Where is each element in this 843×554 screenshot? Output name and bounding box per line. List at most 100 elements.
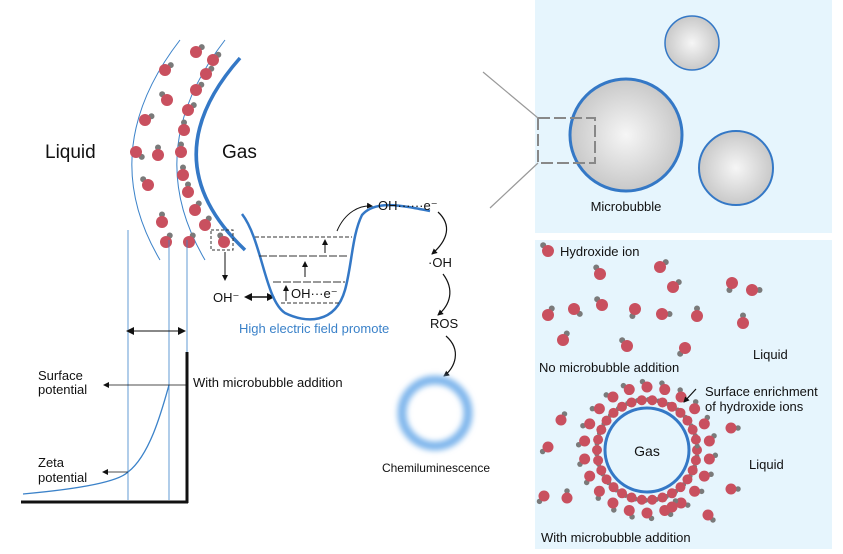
zeta-potential-label-line1: Zeta [38, 455, 65, 470]
oxygen-atom [690, 434, 701, 445]
oxygen-atom [175, 146, 187, 158]
oxygen-atom [682, 474, 693, 485]
oxygen-atom [679, 342, 691, 354]
oxygen-atom [629, 303, 641, 315]
hydroxide-ion-legend-label: Hydroxide ion [560, 244, 640, 259]
oxygen-atom [687, 465, 698, 476]
oxygen-atom [608, 482, 619, 493]
oxygen-atom [156, 216, 168, 228]
zoom-line-top [482, 71, 539, 119]
oxygen-atom [593, 485, 605, 497]
oxygen-atom [654, 261, 666, 273]
hydrogen-atom [155, 144, 161, 151]
oxygen-atom [607, 497, 619, 509]
oxygen-atom [726, 277, 738, 289]
no-microbubble-caption: No microbubble addition [539, 360, 679, 375]
oxygen-atom [675, 482, 686, 493]
oxygen-atom [623, 504, 635, 516]
with-microbubble-addition-label: With microbubble addition [193, 375, 343, 390]
oxygen-atom [617, 401, 627, 412]
hydrogen-atom [564, 488, 570, 494]
oxygen-atom [666, 501, 678, 513]
oxygen-atom [621, 340, 633, 352]
surface-enrichment-label-line2: of hydroxide ions [705, 399, 804, 414]
oxygen-atom [199, 219, 211, 231]
oxygen-atom [568, 303, 580, 315]
oxygen-atom [657, 397, 668, 408]
oxygen-atom [667, 488, 677, 499]
ros-label: ROS [430, 316, 459, 331]
oh-e-inner-label: OH···e⁻ [291, 286, 338, 301]
microbubble-label: Microbubble [591, 199, 662, 214]
hydrogen-atom [180, 164, 186, 171]
middle-liquid-label: Liquid [753, 347, 788, 362]
oxygen-atom [593, 455, 604, 466]
oxygen-atom [159, 64, 171, 76]
gas-label: Gas [222, 142, 257, 163]
oxygen-atom [647, 494, 658, 505]
chemiluminescence-label: Chemiluminescence [382, 461, 490, 475]
hydrogen-atom [181, 119, 187, 126]
oh-minus-label: OH⁻ [213, 290, 239, 305]
oxygen-atom [703, 435, 715, 447]
oxygen-atom [596, 465, 607, 476]
enrichment-arrow [683, 388, 697, 403]
oxygen-atom [190, 46, 202, 58]
hydrogen-atom [185, 181, 191, 188]
oxygen-atom [682, 415, 693, 426]
potential-well [241, 203, 431, 321]
oxygen-atom [596, 424, 607, 435]
oxygen-atom [690, 455, 701, 466]
oxygen-atom [675, 407, 686, 418]
oxygen-atom [584, 470, 596, 482]
oxygen-atom [689, 485, 701, 497]
oxygen-atom [737, 317, 749, 329]
oxygen-atom [152, 149, 164, 161]
oxygen-atom [626, 397, 637, 408]
hydrogen-atom [740, 312, 746, 319]
oxygen-atom [725, 422, 737, 434]
hydrogen-atom [735, 425, 741, 431]
oxygen-atom [725, 483, 737, 495]
hydrogen-atom [589, 405, 596, 412]
hydrogen-atom [698, 488, 705, 495]
oxygen-atom [555, 414, 567, 426]
oxygen-atom [584, 418, 596, 430]
oxygen-atom [626, 492, 637, 503]
surface-enrichment-label-line1: Surface enrichment [705, 384, 818, 399]
oxygen-atom [189, 204, 201, 216]
oxygen-atom [691, 310, 703, 322]
liquid-label: Liquid [45, 142, 96, 163]
hydrogen-atom [677, 387, 683, 393]
oxygen-atom [692, 445, 702, 455]
oxygen-atom [178, 124, 190, 136]
oxygen-atom [636, 395, 647, 406]
oxygen-atom [703, 453, 715, 465]
oxygen-atom [659, 384, 671, 396]
oxygen-atom [182, 186, 194, 198]
medium-microbubble [698, 130, 774, 206]
oxygen-atom [542, 245, 554, 257]
oxygen-atom [656, 308, 668, 320]
oxygen-atom [538, 490, 550, 502]
oxygen-atom [561, 492, 573, 504]
oxygen-atom [667, 401, 677, 412]
hydrogen-atom [694, 305, 700, 312]
hydroxide-ions-enriched [536, 378, 741, 523]
oxygen-atom [601, 474, 612, 485]
hydrogen-atom [595, 495, 602, 501]
oxygen-atom [579, 435, 591, 447]
small-microbubble [664, 15, 720, 71]
zoom-box [537, 117, 596, 164]
oxygen-atom [657, 492, 668, 503]
oxygen-atom [579, 453, 591, 465]
oxygen-atom [557, 334, 569, 346]
hydrogen-atom [694, 443, 700, 449]
oxygen-atom [177, 169, 189, 181]
oxygen-atom [636, 494, 647, 505]
radical-arrow [431, 211, 448, 255]
oxygen-atom [596, 299, 608, 311]
oxygen-atom [702, 509, 714, 521]
oxygen-atom [593, 434, 604, 445]
oxygen-atom [667, 281, 679, 293]
